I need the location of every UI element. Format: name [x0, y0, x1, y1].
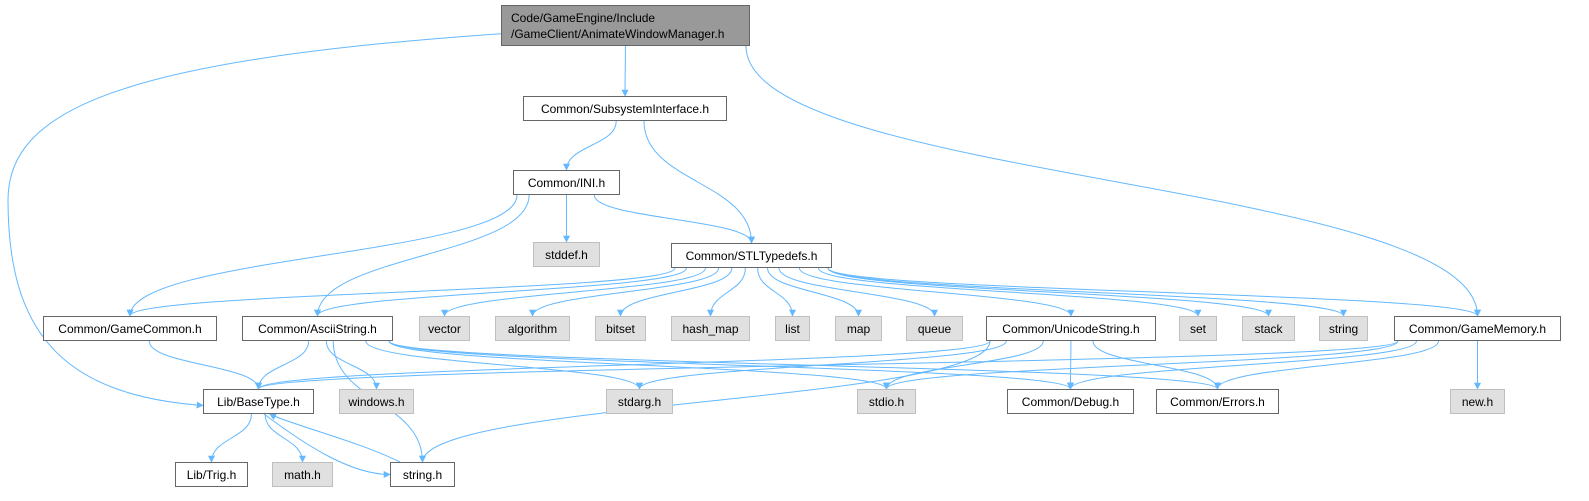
edge-stltypedefs-to-hash_map: [707, 267, 746, 317]
edge-root-to-gamememory: [745, 45, 1481, 317]
node-list[interactable]: list: [775, 316, 810, 341]
edge-stltypedefs-to-vector: [441, 267, 706, 317]
edge-unicodestring-to-errors: [1092, 340, 1221, 390]
node-subsysteminterface-h[interactable]: Common/SubsystemInterface.h: [523, 96, 727, 121]
node-string-h[interactable]: string.h: [390, 462, 455, 487]
edge-basetype-to-trig: [208, 413, 252, 463]
edge-stltypedefs-to-algorithm: [529, 267, 720, 317]
edge-asciistring-to-basetype: [255, 340, 310, 390]
node-windows-h[interactable]: windows.h: [339, 389, 414, 414]
edge-asciistring-to-errors: [388, 340, 1221, 390]
edge-asciistring-to-windows: [325, 340, 380, 390]
edge-stltypedefs-to-string: [827, 267, 1347, 317]
edge-stltypedefs-to-asciistring: [314, 267, 687, 317]
edge-stltypedefs-to-map: [767, 267, 862, 317]
node-errors-h[interactable]: Common/Errors.h: [1156, 389, 1279, 414]
edge-root-to-basetype: [7, 33, 502, 409]
edge-gamememory-to-basetype: [255, 340, 1399, 390]
edge-stltypedefs-to-gamememory: [827, 267, 1481, 317]
node-unicodestring-h[interactable]: Common/UnicodeString.h: [986, 316, 1156, 341]
edge-stltypedefs-to-unicodestring: [798, 267, 1075, 317]
node-stdarg-h[interactable]: stdarg.h: [606, 389, 673, 414]
node-basetype-h[interactable]: Lib/BaseType.h: [203, 389, 314, 414]
node-stltypedefs-h[interactable]: Common/STLTypedefs.h: [671, 243, 832, 268]
node-stack[interactable]: stack: [1242, 316, 1295, 341]
node-bitset[interactable]: bitset: [595, 316, 646, 341]
edge-gamememory-to-errors: [1214, 340, 1439, 390]
node-vector[interactable]: vector: [419, 316, 470, 341]
edge-stltypedefs-to-queue: [778, 267, 938, 317]
node-string[interactable]: string: [1319, 316, 1368, 341]
edge-ini-to-gamecommon: [126, 194, 518, 317]
node-hash-map[interactable]: hash_map: [671, 316, 750, 341]
node-stddef-h[interactable]: stddef.h: [533, 242, 600, 267]
edge-stringh-to-basetype: [268, 413, 401, 463]
node-ini-h[interactable]: Common/INI.h: [513, 170, 620, 195]
edge-stltypedefs-to-set: [817, 267, 1202, 317]
edge-unicodestring-to-basetype: [255, 340, 991, 390]
edge-stltypedefs-to-stack: [827, 267, 1272, 317]
edge-unicodestring-to-stdio: [883, 340, 1044, 390]
edge-gamememory-to-stdio: [883, 340, 1399, 390]
edge-basetype-to-math: [264, 413, 306, 463]
node-queue[interactable]: queue: [906, 316, 963, 341]
edge-subsystem-to-ini: [563, 120, 617, 171]
edge-ini-to-stltypedefs: [593, 194, 755, 244]
node-math-h[interactable]: math.h: [272, 462, 333, 487]
node-algorithm[interactable]: algorithm: [495, 316, 570, 341]
edge-unicodestring-to-stringh: [419, 340, 991, 463]
edge-stltypedefs-to-gamecommon: [126, 267, 676, 317]
node-stdio-h[interactable]: stdio.h: [857, 389, 916, 414]
edge-stltypedefs-to-bitset: [617, 267, 733, 317]
node-gamememory-h[interactable]: Common/GameMemory.h: [1394, 316, 1561, 341]
node-gamecommon-h[interactable]: Common/GameCommon.h: [43, 316, 217, 341]
edge-subsystem-to-stltypedefs: [643, 120, 755, 244]
edge-basetype-to-stringh: [263, 413, 391, 478]
edge-asciistring-to-debug: [388, 340, 1074, 390]
root-file-line1: Code/GameEngine/Include: [511, 10, 656, 25]
node-asciistring-h[interactable]: Common/AsciiString.h: [242, 316, 393, 341]
node-debug-h[interactable]: Common/Debug.h: [1007, 389, 1134, 414]
edge-gamecommon-to-basetype: [148, 340, 262, 390]
node-set[interactable]: set: [1179, 316, 1217, 341]
edge-asciistring-to-stdarg: [365, 340, 643, 390]
root-file-line2: /GameClient/AnimateWindowManager.h: [511, 26, 725, 41]
root-file-node: Code/GameEngine/Include /GameClient/Anim…: [501, 5, 750, 46]
edge-stltypedefs-to-list: [757, 267, 796, 317]
edge-gamememory-to-debug: [1067, 340, 1417, 390]
node-trig-h[interactable]: Lib/Trig.h: [175, 462, 248, 487]
node-map[interactable]: map: [835, 316, 882, 341]
node-new-h[interactable]: new.h: [1450, 389, 1505, 414]
